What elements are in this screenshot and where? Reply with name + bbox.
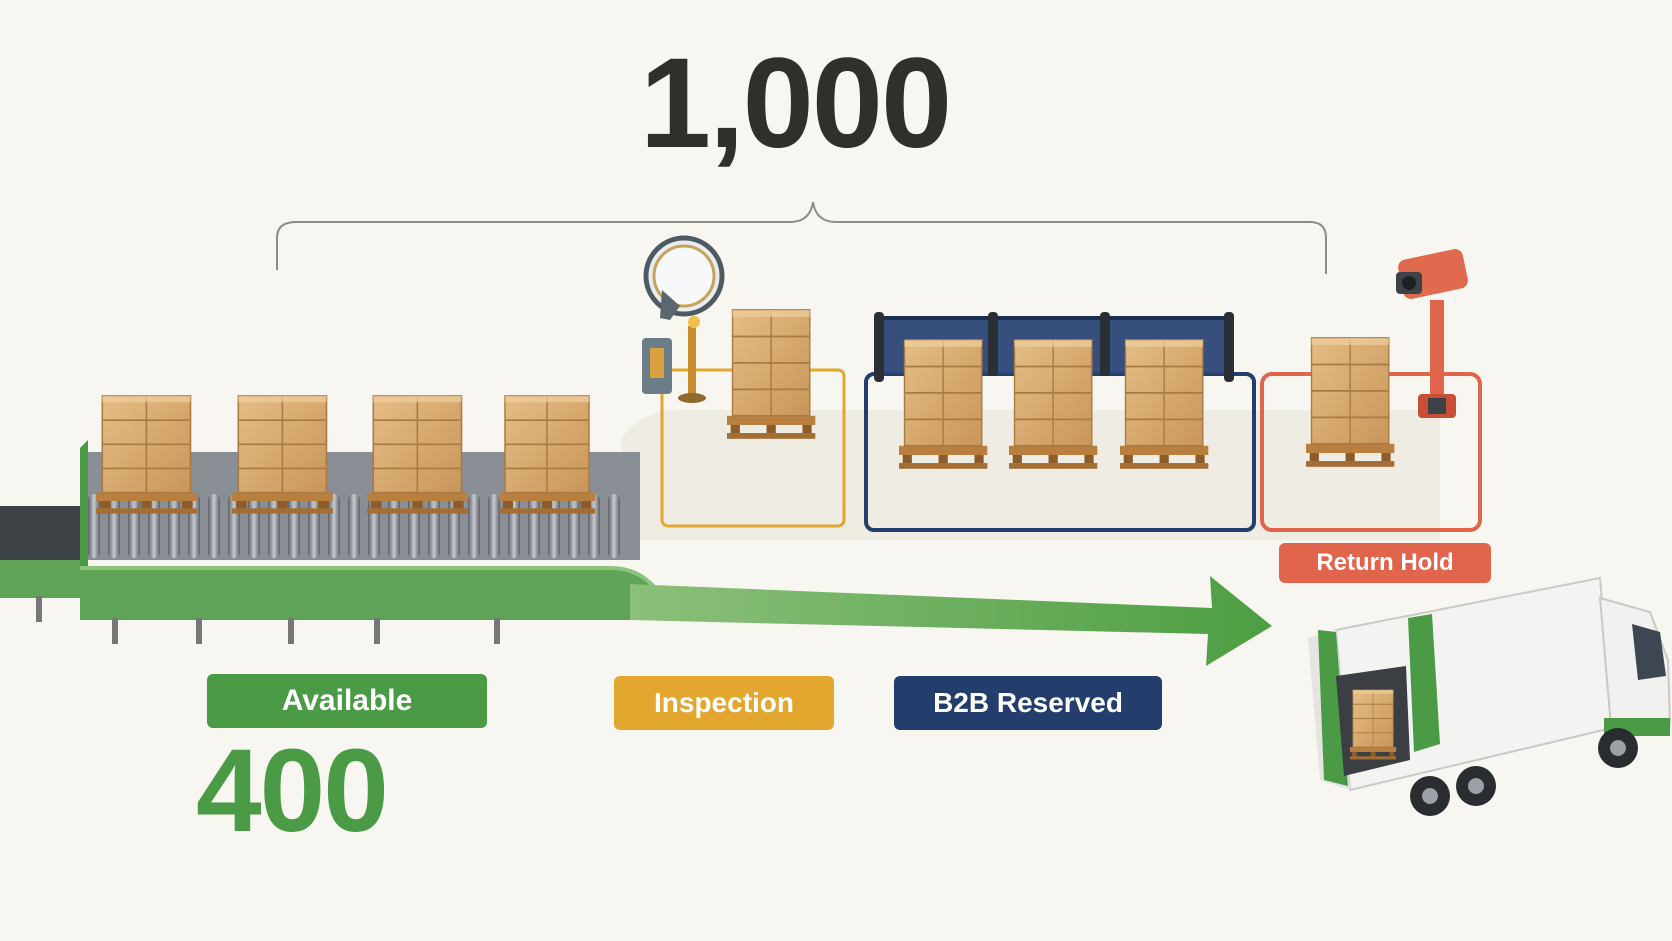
floor-platform (620, 410, 1440, 540)
pallet-icon (231, 395, 334, 515)
available-label: Available (207, 674, 487, 728)
magnifier-icon (642, 235, 725, 403)
flow-arrow (630, 576, 1272, 666)
return-hold-label: Return Hold (1279, 543, 1491, 583)
available-count: 400 (196, 725, 389, 857)
pallet-icon (1008, 339, 1099, 470)
b2b-reserved-label: B2B Reserved (894, 676, 1162, 730)
pallet-icon (726, 309, 817, 440)
pallet-icon (1119, 339, 1210, 470)
total-brace (276, 201, 1327, 274)
pallet-icon (366, 395, 469, 515)
inspection-label: Inspection (614, 676, 834, 730)
pallet-icon (898, 339, 989, 470)
total-units: 1,000 (639, 32, 952, 175)
pallet-icon (498, 395, 596, 515)
truck-icon (1308, 576, 1672, 816)
pallet-icon (1305, 337, 1396, 468)
camera-icon (1396, 249, 1468, 418)
pallet-icon (95, 395, 198, 515)
